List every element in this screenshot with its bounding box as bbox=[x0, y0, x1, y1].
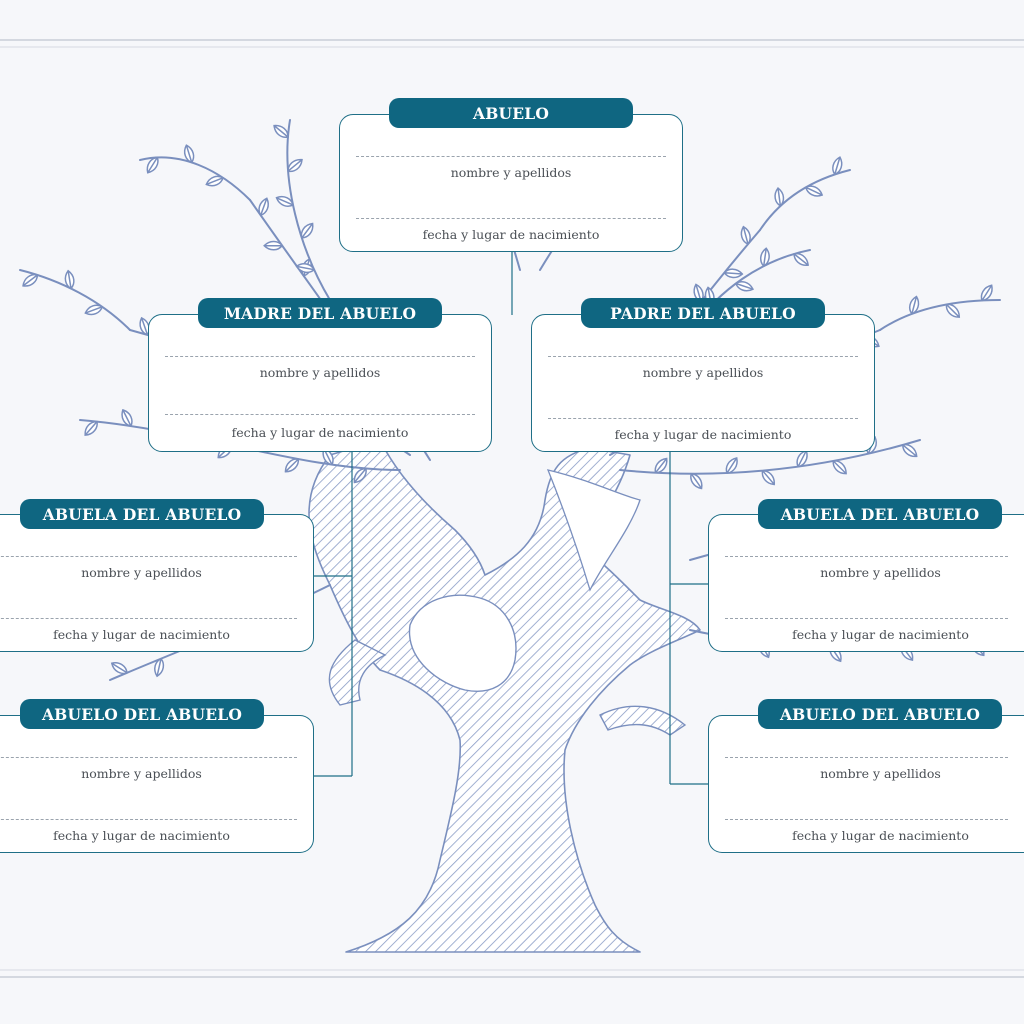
name-label: nombre y apellidos bbox=[642, 365, 764, 380]
leaf bbox=[832, 460, 847, 475]
name-line[interactable] bbox=[725, 556, 1008, 557]
birth-label: fecha y lugar de nacimiento bbox=[53, 828, 230, 843]
name-label: nombre y apellidos bbox=[820, 766, 941, 781]
leaf bbox=[725, 457, 738, 474]
leaf bbox=[84, 420, 98, 436]
name-line[interactable] bbox=[356, 156, 666, 157]
name-label: nombre y apellidos bbox=[81, 766, 202, 781]
name-label: nombre y apellidos bbox=[450, 165, 572, 180]
leaf bbox=[110, 662, 128, 675]
name-line[interactable] bbox=[0, 556, 297, 557]
birth-line[interactable] bbox=[548, 418, 858, 419]
leaf bbox=[275, 195, 294, 207]
leaf bbox=[761, 469, 775, 486]
leaf bbox=[146, 156, 159, 174]
title-abuela-del-abuelo-right: ABUELA DEL ABUELO bbox=[758, 499, 1002, 529]
leaf bbox=[945, 303, 961, 318]
box-abuelo-del-abuelo-left: nombre y apellidos fecha y lugar de naci… bbox=[0, 715, 314, 853]
title-padre-del-abuelo: PADRE DEL ABUELO bbox=[581, 298, 825, 328]
leaf bbox=[295, 263, 316, 274]
leaf bbox=[908, 295, 920, 315]
leaf bbox=[183, 144, 195, 164]
birth-line[interactable] bbox=[725, 819, 1008, 820]
leaf bbox=[760, 247, 770, 268]
box-madre-del-abuelo: nombre y apellidos fecha y lugar de naci… bbox=[148, 314, 492, 452]
title-abuelo: ABUELO bbox=[389, 98, 633, 128]
leaf bbox=[287, 158, 303, 173]
leaf bbox=[258, 197, 269, 217]
title-madre-del-abuelo: MADRE DEL ABUELO bbox=[198, 298, 442, 328]
leaf bbox=[300, 222, 314, 239]
leaf bbox=[284, 458, 300, 473]
tree-trunk bbox=[308, 439, 701, 953]
birth-line[interactable] bbox=[0, 618, 297, 619]
leaf bbox=[774, 187, 785, 207]
title-abuela-del-abuelo-left: ABUELA DEL ABUELO bbox=[20, 499, 264, 529]
box-abuelo: nombre y apellidos fecha y lugar de naci… bbox=[339, 114, 683, 252]
leaf bbox=[805, 185, 824, 197]
birth-line[interactable] bbox=[725, 618, 1008, 619]
trunk-left-arm bbox=[328, 639, 387, 706]
leaf bbox=[740, 225, 751, 246]
page-border-lines bbox=[0, 39, 1024, 978]
name-label: nombre y apellidos bbox=[820, 565, 941, 580]
birth-label: fecha y lugar de nacimiento bbox=[231, 425, 409, 440]
leaf bbox=[84, 304, 104, 316]
leaf bbox=[690, 472, 703, 490]
birth-label: fecha y lugar de nacimiento bbox=[53, 627, 230, 642]
leaf bbox=[980, 284, 993, 302]
leaf bbox=[64, 269, 75, 290]
title-abuelo-del-abuelo-left: ABUELO DEL ABUELO bbox=[20, 699, 264, 729]
trunk-right-arm bbox=[599, 705, 687, 736]
birth-label: fecha y lugar de nacimiento bbox=[792, 828, 969, 843]
birth-line[interactable] bbox=[0, 819, 297, 820]
leaf bbox=[902, 443, 918, 458]
box-abuelo-del-abuelo-right: nombre y apellidos fecha y lugar de naci… bbox=[708, 715, 1024, 853]
name-line[interactable] bbox=[548, 356, 858, 357]
title-abuelo-del-abuelo-right: ABUELO DEL ABUELO bbox=[758, 699, 1002, 729]
leaf bbox=[723, 268, 744, 279]
leaf bbox=[263, 240, 284, 251]
leaf bbox=[793, 252, 809, 266]
birth-line[interactable] bbox=[356, 218, 666, 219]
leaf bbox=[273, 124, 289, 138]
name-line[interactable] bbox=[0, 757, 297, 758]
name-label: nombre y apellidos bbox=[81, 565, 202, 580]
leaf bbox=[734, 281, 754, 292]
name-label: nombre y apellidos bbox=[259, 365, 381, 380]
birth-line[interactable] bbox=[165, 414, 475, 415]
birth-label: fecha y lugar de nacimiento bbox=[422, 227, 600, 242]
leaf bbox=[654, 457, 668, 474]
connector-lines bbox=[314, 250, 708, 785]
leaf bbox=[832, 156, 843, 176]
leaf bbox=[121, 408, 133, 427]
name-line[interactable] bbox=[725, 757, 1008, 758]
box-abuela-del-abuelo-right: nombre y apellidos fecha y lugar de naci… bbox=[708, 514, 1024, 652]
leaf bbox=[205, 175, 224, 187]
birth-label: fecha y lugar de nacimiento bbox=[614, 427, 792, 442]
leaf bbox=[353, 467, 367, 484]
trunk-cavity bbox=[546, 469, 641, 592]
birth-label: fecha y lugar de nacimiento bbox=[792, 627, 969, 642]
leaf bbox=[154, 657, 165, 678]
box-padre-del-abuelo: nombre y apellidos fecha y lugar de naci… bbox=[531, 314, 875, 452]
name-line[interactable] bbox=[165, 356, 475, 357]
trunk-hollow bbox=[408, 594, 517, 692]
leaf bbox=[22, 273, 39, 287]
box-abuela-del-abuelo-left: nombre y apellidos fecha y lugar de naci… bbox=[0, 514, 314, 652]
